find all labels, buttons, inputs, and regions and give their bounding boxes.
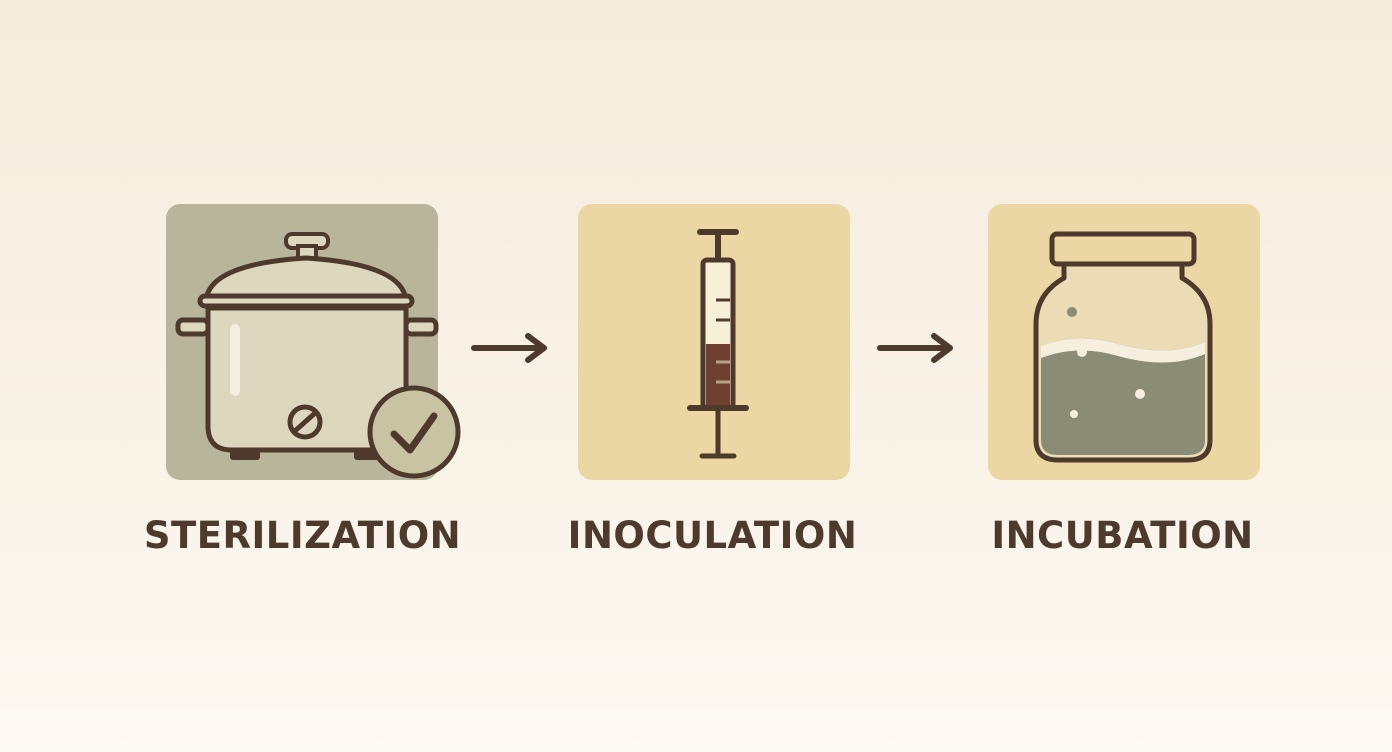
- incubation-tile: [988, 204, 1260, 480]
- arrow-right-icon: [877, 333, 953, 363]
- jar-icon: [988, 204, 1260, 480]
- sterilization-tile: [166, 204, 461, 480]
- step-label-incubation: INCUBATION: [991, 514, 1254, 557]
- pressure-cooker-icon: [166, 204, 461, 480]
- inoculation-tile: [578, 204, 850, 480]
- arrow-right-icon: [471, 333, 547, 363]
- step-label-inoculation: INOCULATION: [567, 514, 858, 557]
- syringe-icon: [578, 204, 850, 480]
- step-label-sterilization: STERILIZATION: [143, 514, 462, 557]
